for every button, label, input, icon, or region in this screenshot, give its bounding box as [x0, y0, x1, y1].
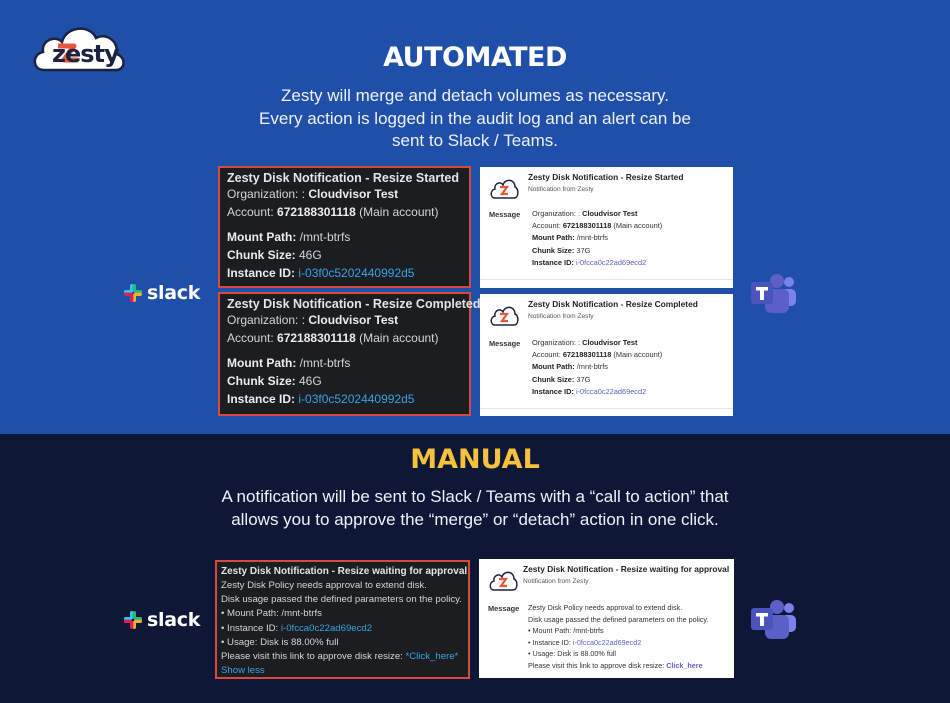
instance-id-link[interactable]: i-0fcca0c22ad69ecd2	[575, 257, 647, 267]
notification-subtitle: Notification from Zesty	[528, 313, 594, 320]
message-body: Organization: : Cloudvisor Test Account:…	[532, 337, 662, 398]
teams-notification-approval: Zesty Disk Notification - Resize waiting…	[479, 559, 734, 678]
microsoft-teams-icon	[751, 274, 796, 313]
usage-passed-line: Disk usage passed the defined parameters…	[528, 614, 709, 624]
chunk-size-line: Chunk Size: 46G	[227, 374, 322, 388]
message-label: Message	[489, 210, 521, 219]
message-label: Message	[489, 339, 521, 348]
instance-id-line: Instance ID: i-03f0c5202440992d5	[227, 392, 415, 406]
notification-title: Zesty Disk Notification - Resize waiting…	[221, 566, 468, 577]
mount-path-line: • Mount Path: /mnt-btrfs	[528, 626, 604, 636]
approve-link-line: Please visit this link to approve disk r…	[221, 651, 459, 663]
mount-path-line: Mount Path: /mnt-btrfs	[227, 356, 351, 370]
notification-subtitle: Notification from Zesty	[523, 578, 589, 585]
manual-description: A notification will be sent to Slack / T…	[0, 486, 950, 531]
automated-section	[0, 0, 950, 434]
organization-line: Organization: : Cloudvisor Test	[227, 313, 399, 327]
account-line: Account: 672188301118 (Main account)	[532, 350, 663, 360]
instance-id-line: Instance ID: i-03f0c5202440992d5	[227, 266, 415, 280]
message-body: Organization: : Cloudvisor Test Account:…	[532, 208, 662, 269]
usage-line: • Usage: Disk is 88.00% full	[221, 636, 339, 648]
account-line: Account: 672188301118 (Main account)	[227, 331, 439, 345]
notification-title: Zesty Disk Notification - Resize Complet…	[227, 297, 481, 311]
manual-desc-line: A notification will be sent to Slack / T…	[221, 487, 729, 506]
automated-heading: AUTOMATED	[383, 42, 567, 73]
manual-section	[0, 434, 950, 703]
notification-title: Zesty Disk Notification - Resize Started	[227, 171, 460, 185]
slack-notification-completed: Zesty Disk Notification - Resize Complet…	[218, 292, 481, 416]
account-line: Account: 672188301118 (Main account)	[532, 221, 663, 231]
slack-logo: slack	[123, 609, 200, 631]
automated-desc-line: Every action is logged in the audit log …	[259, 108, 691, 128]
notification-title: Zesty Disk Notification - Resize Started	[528, 172, 684, 182]
slack-icon	[124, 611, 142, 629]
organization-line: Organization: : Cloudvisor Test	[532, 338, 638, 347]
microsoft-teams-icon	[751, 600, 796, 639]
chunk-size-line: Chunk Size: 37G	[532, 245, 591, 255]
organization-line: Organization: : Cloudvisor Test	[532, 209, 638, 218]
instance-id-line: • Instance ID: i-0fcca0c22ad69ecd2	[221, 622, 373, 634]
automated-description: Zesty will merge and detach volumes as n…	[0, 85, 950, 153]
approve-link-line: Please visit this link to approve disk r…	[528, 660, 703, 670]
account-line: Account: 672188301118 (Main account)	[227, 205, 439, 219]
instance-id-line: • Instance ID: i-0fcca0c22ad69ecd2	[528, 637, 642, 647]
automated-desc-line: Zesty will merge and detach volumes as n…	[280, 86, 670, 105]
notification-subtitle: Notification from Zesty	[528, 186, 594, 193]
instance-id-link[interactable]: i-0fcca0c22ad69ecd2	[280, 622, 373, 634]
message-body: Zesty Disk Policy needs approval to exte…	[528, 602, 708, 672]
slack-wordmark: slack	[147, 282, 201, 304]
zesty-bot-avatar-icon	[490, 306, 519, 326]
show-less-link[interactable]: Show less	[221, 665, 265, 677]
slack-notification-started: Zesty Disk Notification - Resize Started…	[218, 166, 471, 288]
notification-title: Zesty Disk Notification - Resize waiting…	[523, 564, 730, 574]
zesty-bot-avatar-icon	[490, 179, 519, 199]
policy-line: Zesty Disk Policy needs approval to exte…	[221, 580, 427, 591]
usage-passed-line: Disk usage passed the defined parameters…	[221, 594, 462, 606]
chunk-size-line: Chunk Size: 37G	[532, 374, 591, 384]
manual-desc-line: allows you to approve the “merge” or “de…	[231, 509, 719, 529]
zesty-logo-cloud-icon	[33, 27, 125, 72]
chunk-size-line: Chunk Size: 46G	[227, 248, 322, 262]
approve-click-here-link[interactable]: *Click_here*	[405, 651, 459, 663]
mount-path-line: Mount Path: /mnt-btrfs	[532, 233, 608, 243]
instance-id-line: Instance ID: i-0fcca0c22ad69ecd2	[532, 386, 647, 396]
teams-notification-completed: Zesty Disk Notification - Resize Complet…	[480, 294, 733, 416]
card-divider	[480, 279, 733, 280]
instance-id-line: Instance ID: i-0fcca0c22ad69ecd2	[532, 257, 647, 267]
slack-wordmark: slack	[147, 609, 201, 631]
manual-heading: MANUAL	[410, 444, 540, 475]
usage-line: • Usage: Disk is 88.00% full	[528, 649, 617, 659]
automated-desc-line: sent to Slack / Teams.	[392, 131, 558, 150]
mount-path-line: Mount Path: /mnt-btrfs	[532, 362, 608, 372]
zesty-logo-text: zesty	[52, 40, 120, 68]
approve-click-here-link[interactable]: Click_here	[666, 660, 703, 670]
policy-line: Zesty Disk Policy needs approval to exte…	[528, 603, 683, 612]
organization-line: Organization: : Cloudvisor Test	[227, 187, 399, 201]
instance-id-link[interactable]: i-03f0c5202440992d5	[298, 392, 415, 406]
slack-notification-approval: Zesty Disk Notification - Resize waiting…	[215, 560, 470, 679]
card-divider	[480, 408, 733, 409]
slack-logo: slack	[123, 282, 200, 304]
teams-notification-started: Zesty Disk Notification - Resize Started…	[480, 167, 733, 288]
mount-path-line: Mount Path: /mnt-btrfs	[227, 230, 351, 244]
instance-id-link[interactable]: i-0fcca0c22ad69ecd2	[572, 637, 642, 647]
instance-id-link[interactable]: i-03f0c5202440992d5	[298, 266, 415, 280]
instance-id-link[interactable]: i-0fcca0c22ad69ecd2	[575, 386, 647, 396]
zesty-bot-avatar-icon	[489, 571, 518, 591]
mount-path-line: • Mount Path: /mnt-btrfs	[221, 608, 322, 620]
notification-title: Zesty Disk Notification - Resize Complet…	[528, 299, 698, 309]
slack-icon	[124, 284, 142, 302]
message-label: Message	[488, 604, 520, 613]
